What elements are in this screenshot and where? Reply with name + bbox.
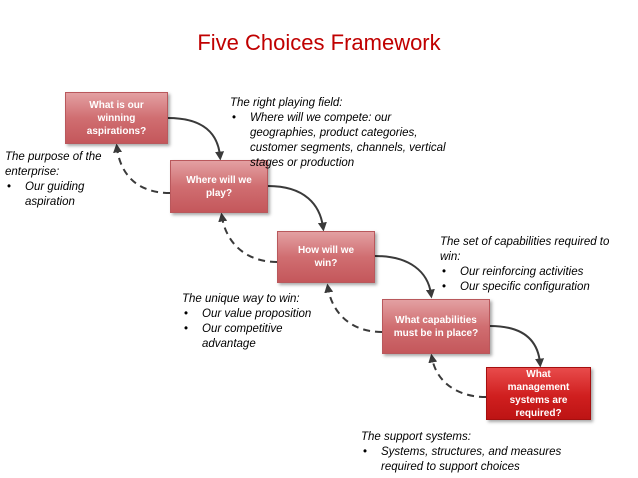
note-capabilities-item-2: Our specific configuration [440,280,620,295]
feedback-arrow-1 [113,143,171,194]
forward-arrow-3 [374,255,435,299]
feedback-arrow-2 [218,212,278,263]
forward-arrow-1 [167,117,225,161]
page-title: Five Choices Framework [197,30,441,55]
note-purpose-item: Our guiding aspiration [5,180,120,210]
box-management-systems: What management systems are required? [486,367,591,420]
note-unique-way-heading: The unique way to win: [182,293,300,305]
note-playing-field-heading: The right playing field: [230,97,343,109]
note-purpose: The purpose of the enterprise: Our guidi… [5,150,120,210]
note-purpose-heading: The purpose of the enterprise: [5,151,102,178]
box-capabilities: What capabilities must be in place? [382,299,490,354]
forward-arrow-2 [267,185,327,232]
feedback-arrow-4 [428,353,487,398]
note-capabilities: The set of capabilities required to win:… [440,235,620,295]
note-unique-way: The unique way to win: Our value proposi… [182,292,332,352]
box-where-to-play: Where will we play? [170,160,268,213]
note-playing-field-item: Where will we compete: our geographies, … [230,111,455,171]
note-capabilities-item-1: Our reinforcing activities [440,265,620,280]
note-support-heading: The support systems: [361,431,471,443]
box-winning-aspirations: What is our winning aspirations? [65,92,168,144]
note-capabilities-heading: The set of capabilities required to win: [440,236,610,263]
note-support-item: Systems, structures, and measures requir… [361,445,581,475]
note-unique-way-item-2: Our competitive advantage [182,322,332,352]
note-unique-way-item-1: Our value proposition [182,307,332,322]
feedback-arrow-3 [324,283,383,333]
note-support: The support systems: Systems, structures… [361,430,581,475]
box-how-to-win: How will we win? [277,231,375,283]
forward-arrow-4 [489,325,545,368]
note-playing-field: The right playing field: Where will we c… [230,96,455,171]
